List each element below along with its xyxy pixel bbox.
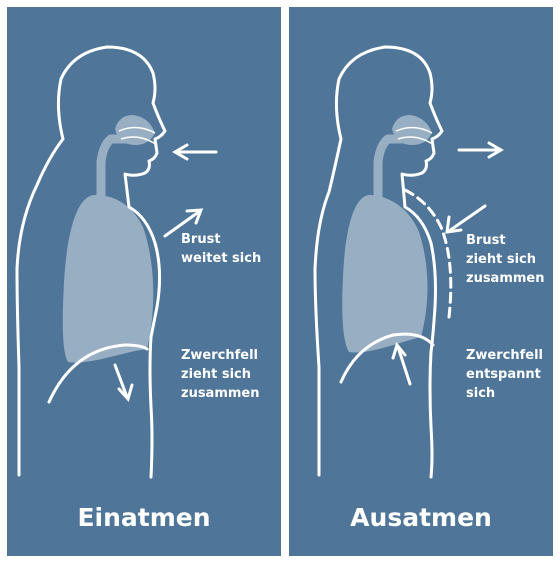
air-inflow-arrow (175, 145, 216, 159)
inhale-figure (7, 7, 281, 556)
exhale-panel: Brust zieht sich zusammen Zwerchfell ent… (289, 7, 553, 556)
airway (101, 139, 137, 199)
airway (378, 139, 414, 199)
exhale-diaphragm-label: Zwerchfell entspannt sich (466, 346, 543, 403)
inhale-diaphragm-label: Zwerchfell zieht sich zusammen (181, 346, 260, 403)
panel-divider (281, 7, 289, 556)
air-outflow-arrow (459, 143, 501, 157)
inhale-chest-label: Brust weitet sich (181, 230, 261, 268)
inhale-panel: Brust weitet sich Zwerchfell zieht sich … (7, 7, 281, 556)
diaphragm-up-arrow (393, 345, 410, 384)
lung-shape (63, 195, 153, 362)
diaphragm-down-arrow (115, 365, 132, 399)
chest-contract-arrow (447, 206, 485, 232)
exhale-chest-label: Brust zieht sich zusammen (466, 231, 545, 288)
lung-shape (342, 195, 427, 352)
exhale-title: Ausatmen (289, 503, 553, 533)
inhale-title: Einatmen (7, 503, 281, 533)
